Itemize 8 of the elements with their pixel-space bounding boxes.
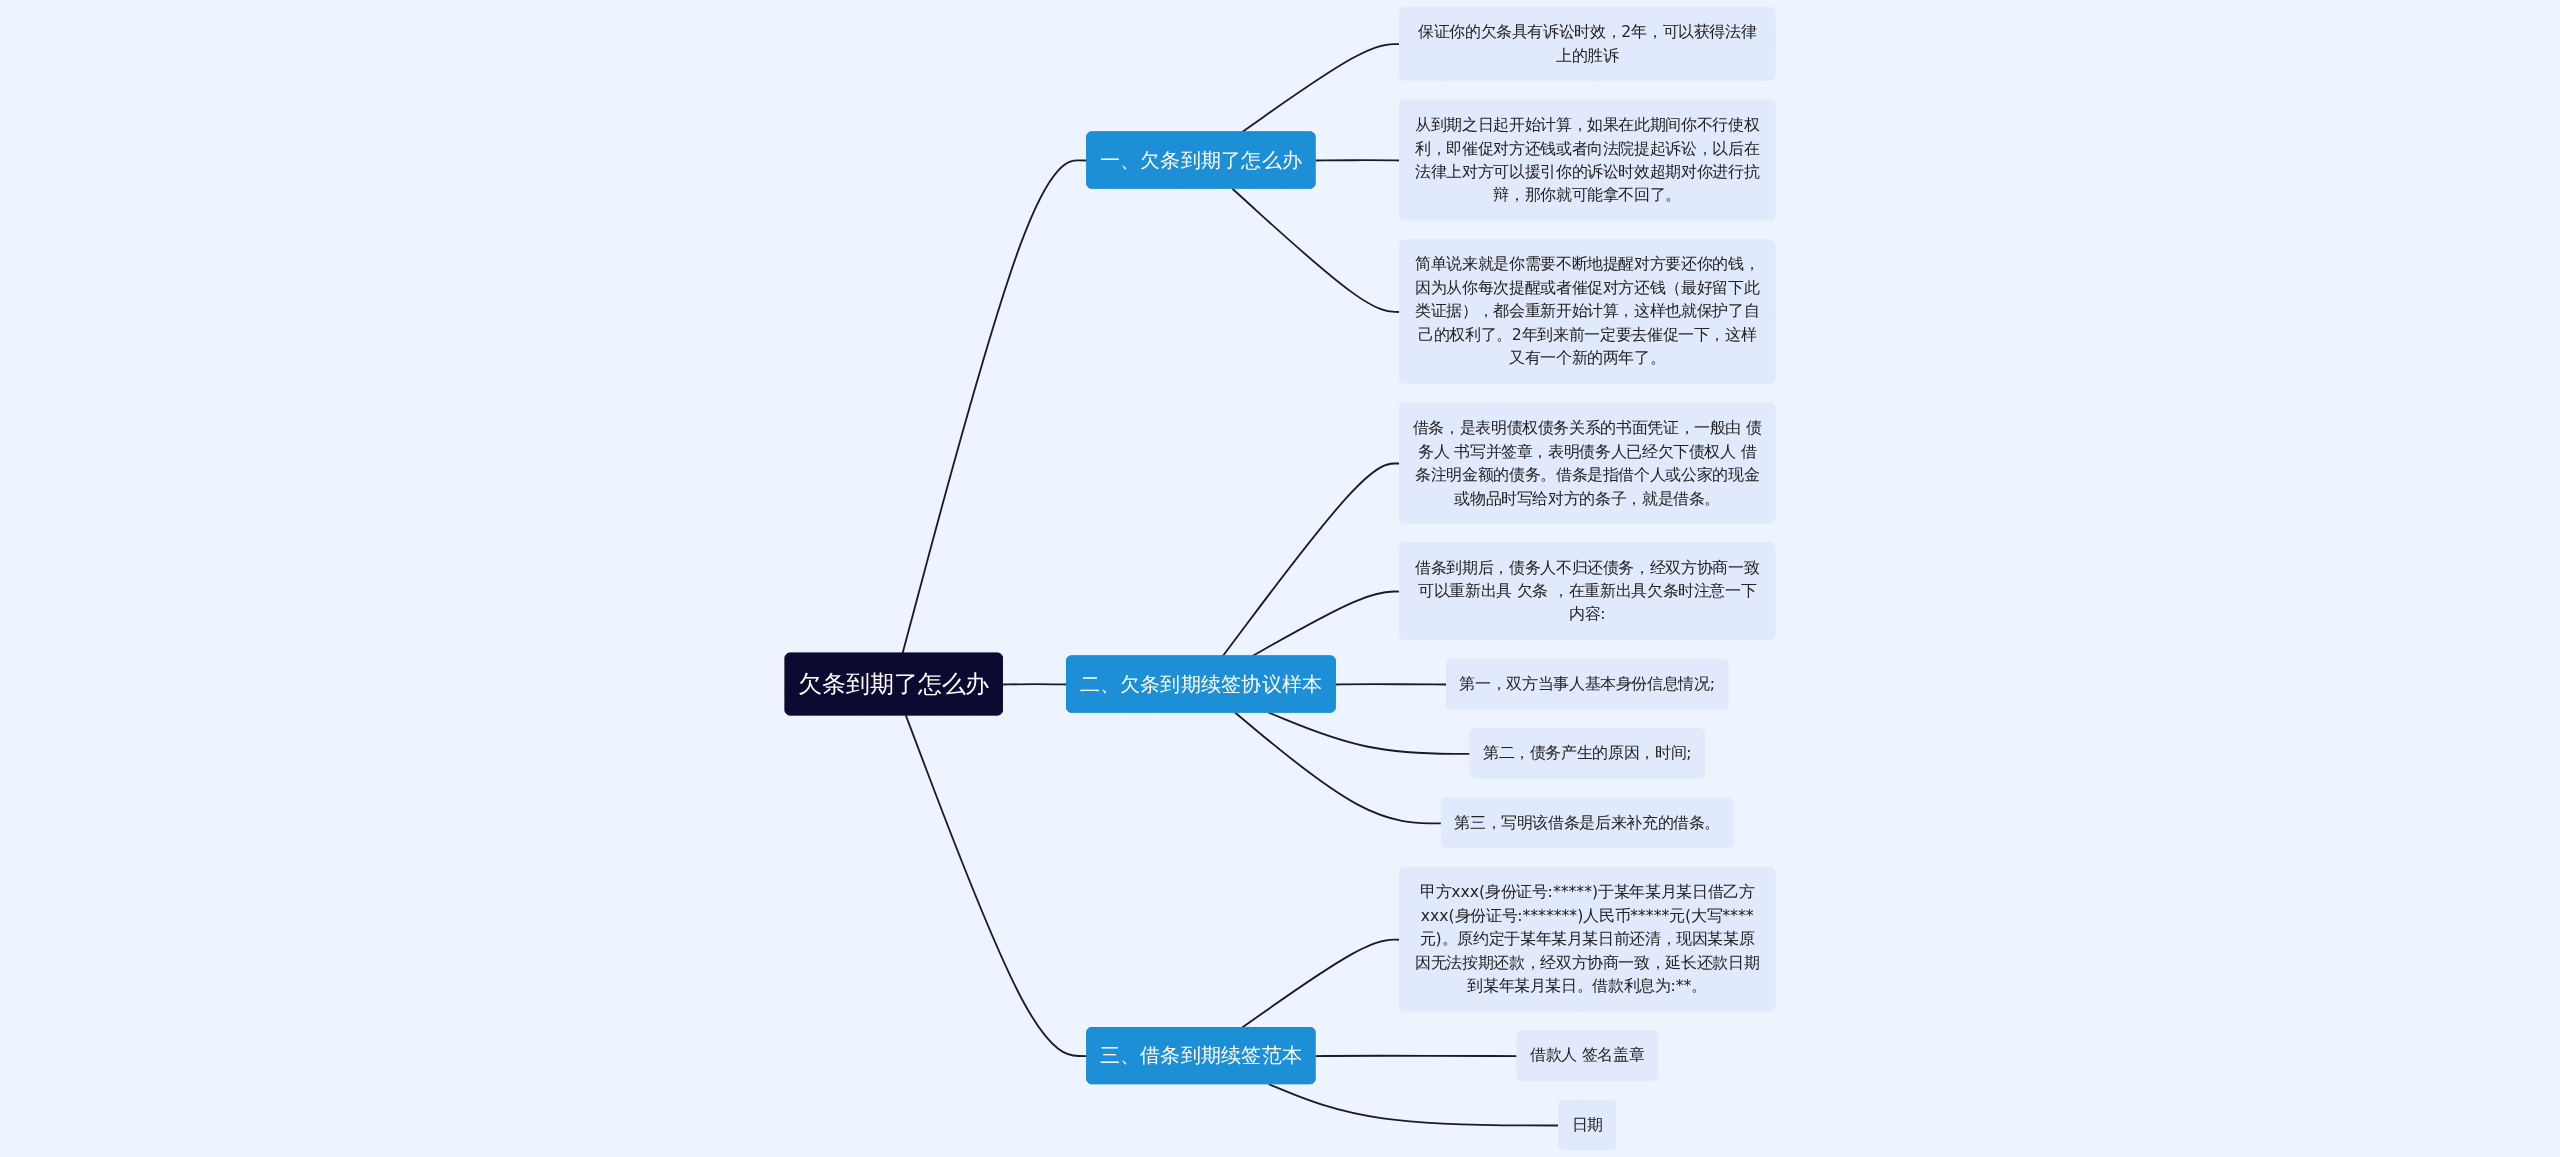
connector (1001, 683, 1068, 686)
connector (1234, 711, 1443, 825)
connector (1240, 938, 1401, 1029)
connector (1267, 711, 1472, 755)
connector (1231, 187, 1401, 313)
connector (1334, 683, 1448, 686)
connector (1314, 159, 1401, 162)
connector (1314, 1054, 1519, 1057)
